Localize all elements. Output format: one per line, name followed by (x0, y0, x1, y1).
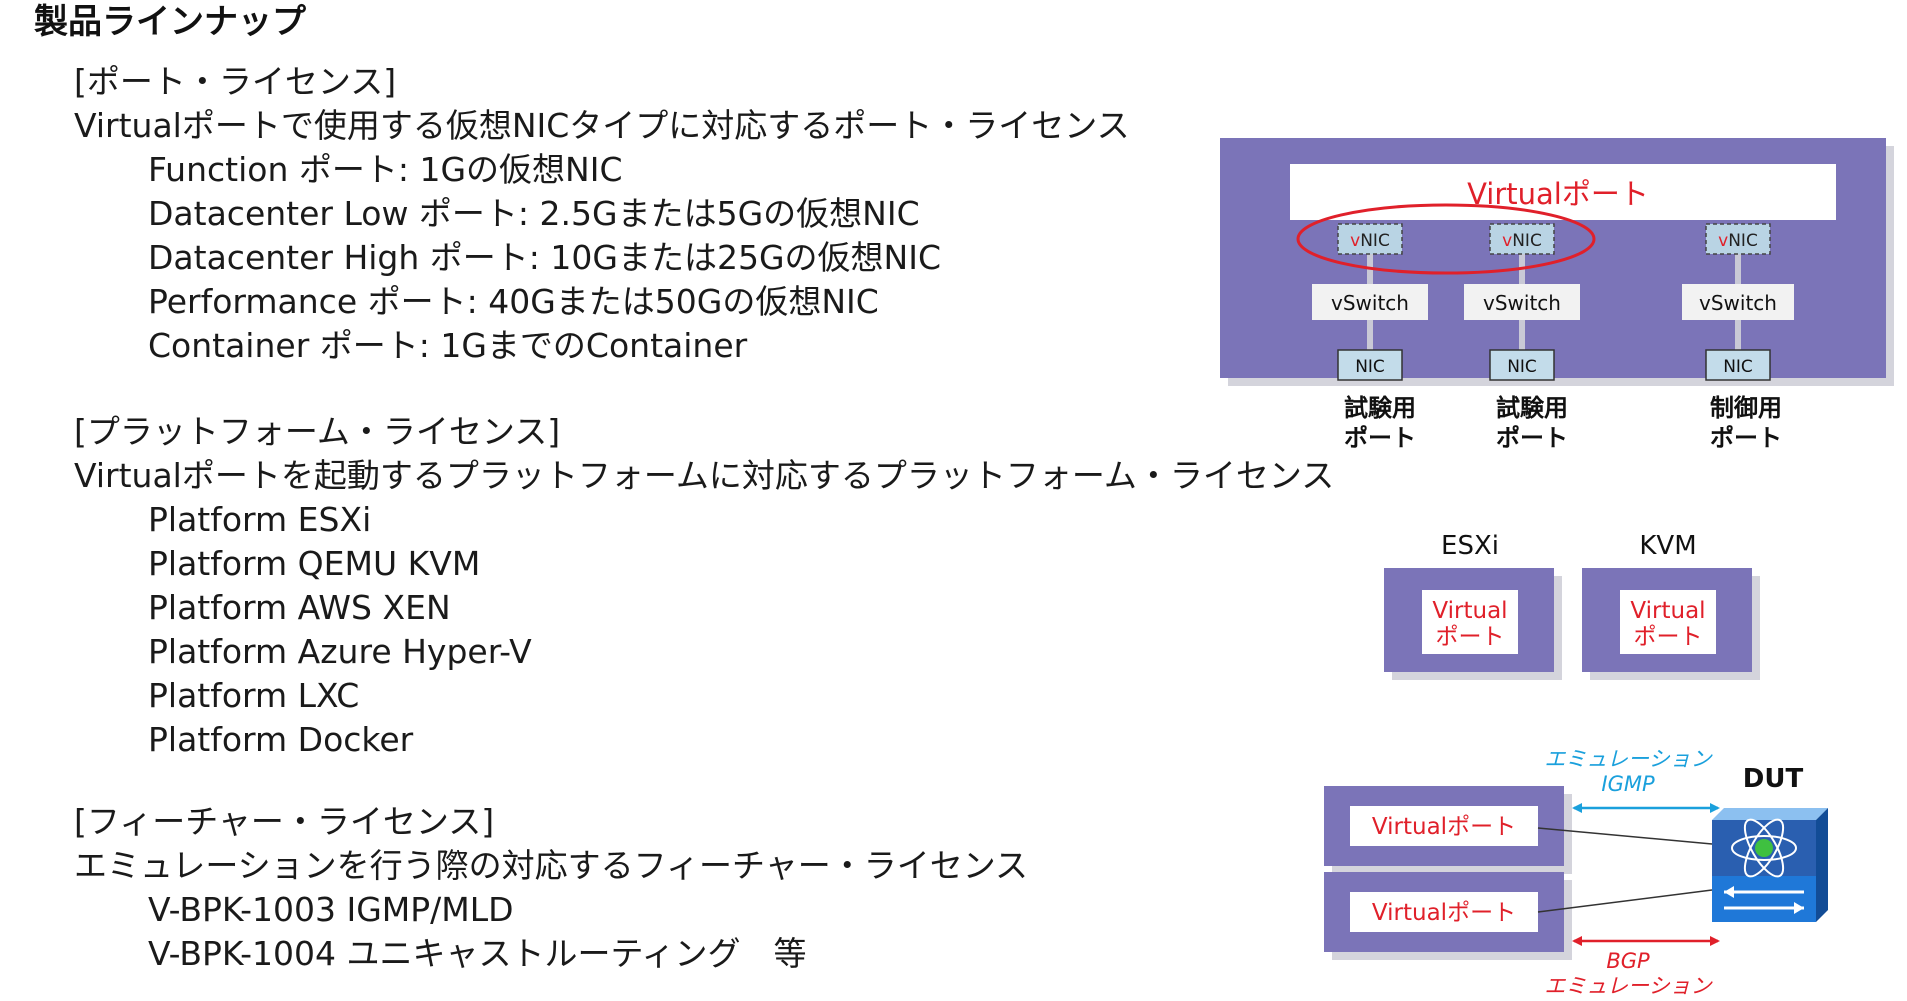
platform-license-description: Virtualポートを起動するプラットフォームに対応するプラットフォーム・ライセ… (74, 456, 1335, 495)
vswitch-box (1312, 284, 1428, 320)
port-caption-line1: 制御用 (1710, 394, 1782, 422)
connection-line (1537, 889, 1713, 913)
nic-label: NIC (1355, 357, 1385, 377)
virtual-port-box (1422, 590, 1518, 654)
virtual-port-line1: Virtual (1630, 598, 1705, 624)
platform-diagram: ESXi Virtual ポート KVM Virtual ポート (1384, 531, 1760, 680)
port-license-item: Function ポート: 1Gの仮想NIC (148, 150, 623, 189)
platform-license-item: Platform LXC (148, 676, 360, 715)
feature-license-description: エミュレーションを行う際の対応するフィーチャー・ライセンス (74, 846, 1029, 885)
nic-box (1489, 349, 1555, 381)
port-caption-line2: ポート (1344, 424, 1416, 452)
platform-license-item: Platform QEMU KVM (148, 544, 481, 583)
bgp-emulation-label: エミュレーション (1544, 974, 1712, 998)
vnic-label: vNIC (1718, 231, 1758, 251)
port-caption-line2: ポート (1710, 424, 1782, 452)
port-caption-line2: ポート (1496, 424, 1568, 452)
virtual-port-diagram: Virtualポート vNIC vSwitch NIC vNIC vSwitch… (1220, 138, 1894, 452)
platform-license-item: Platform ESXi (148, 500, 372, 539)
port-license-heading: [ポート・ライセンス] (74, 62, 397, 101)
platform-name-kvm: KVM (1639, 531, 1696, 561)
virtual-port-label-2: Virtualポート (1372, 900, 1516, 926)
connection-line (1537, 827, 1713, 845)
port-license-item: Datacenter High ポート: 10Gまたは25Gの仮想NIC (148, 238, 941, 277)
vnic-box (1337, 223, 1403, 255)
port-license-item: Container ポート: 1GまでのContainer (148, 326, 748, 365)
vswitch-label: vSwitch (1331, 291, 1409, 315)
igmp-emulation-label: エミュレーション (1544, 747, 1712, 771)
port-license-item: Performance ポート: 40Gまたは50Gの仮想NIC (148, 282, 879, 321)
nic-box (1337, 349, 1403, 381)
virtual-port-box-2 (1350, 892, 1538, 932)
vswitch-label: vSwitch (1699, 291, 1777, 315)
virtual-port-box-1 (1350, 806, 1538, 846)
vnic-box (1705, 223, 1771, 255)
virtual-port-box (1620, 590, 1716, 654)
port-caption-line1: 試験用 (1344, 394, 1416, 422)
vnic-label: vNIC (1350, 231, 1390, 251)
vnic-label: vNIC (1502, 231, 1542, 251)
virtual-port-bar (1290, 164, 1836, 220)
bgp-label: BGP (1606, 949, 1650, 973)
platform-license-item: Platform Docker (148, 720, 414, 759)
port-license-description: Virtualポートで使用する仮想NICタイプに対応するポート・ライセンス (74, 106, 1130, 145)
dut-device-icon (1712, 808, 1828, 922)
vswitch-label: vSwitch (1483, 291, 1561, 315)
virtual-port-line2: ポート (1436, 624, 1505, 650)
platform-license-heading: [プラットフォーム・ライセンス] (74, 412, 561, 451)
vnic-box (1489, 223, 1555, 255)
vswitch-box (1682, 284, 1794, 320)
virtual-port-line2: ポート (1634, 624, 1703, 650)
page-title: 製品ラインナップ (34, 2, 306, 42)
nic-label: NIC (1723, 357, 1753, 377)
vswitch-box (1464, 284, 1580, 320)
port-license-item: Datacenter Low ポート: 2.5Gまたは5Gの仮想NIC (148, 194, 920, 233)
virtual-port-line1: Virtual (1432, 598, 1507, 624)
port-caption-line1: 試験用 (1496, 394, 1568, 422)
igmp-label: IGMP (1601, 772, 1655, 796)
nic-label: NIC (1507, 357, 1537, 377)
feature-license-item: V-BPK-1003 IGMP/MLD (148, 890, 514, 929)
emulation-diagram: エミュレーション IGMP DUT Virtualポート Virtualポート … (1324, 747, 1828, 998)
highlight-ellipse (1296, 203, 1596, 275)
platform-license-item: Platform AWS XEN (148, 588, 451, 627)
virtual-port-label-1: Virtualポート (1372, 814, 1516, 840)
feature-license-item: V-BPK-1004 ユニキャストルーティング 等 (148, 934, 807, 973)
dut-label: DUT (1743, 764, 1804, 794)
feature-license-heading: [フィーチャー・ライセンス] (74, 802, 495, 841)
platform-name-esxi: ESXi (1441, 531, 1499, 561)
platform-license-item: Platform Azure Hyper-V (148, 632, 532, 671)
nic-box (1705, 349, 1771, 381)
